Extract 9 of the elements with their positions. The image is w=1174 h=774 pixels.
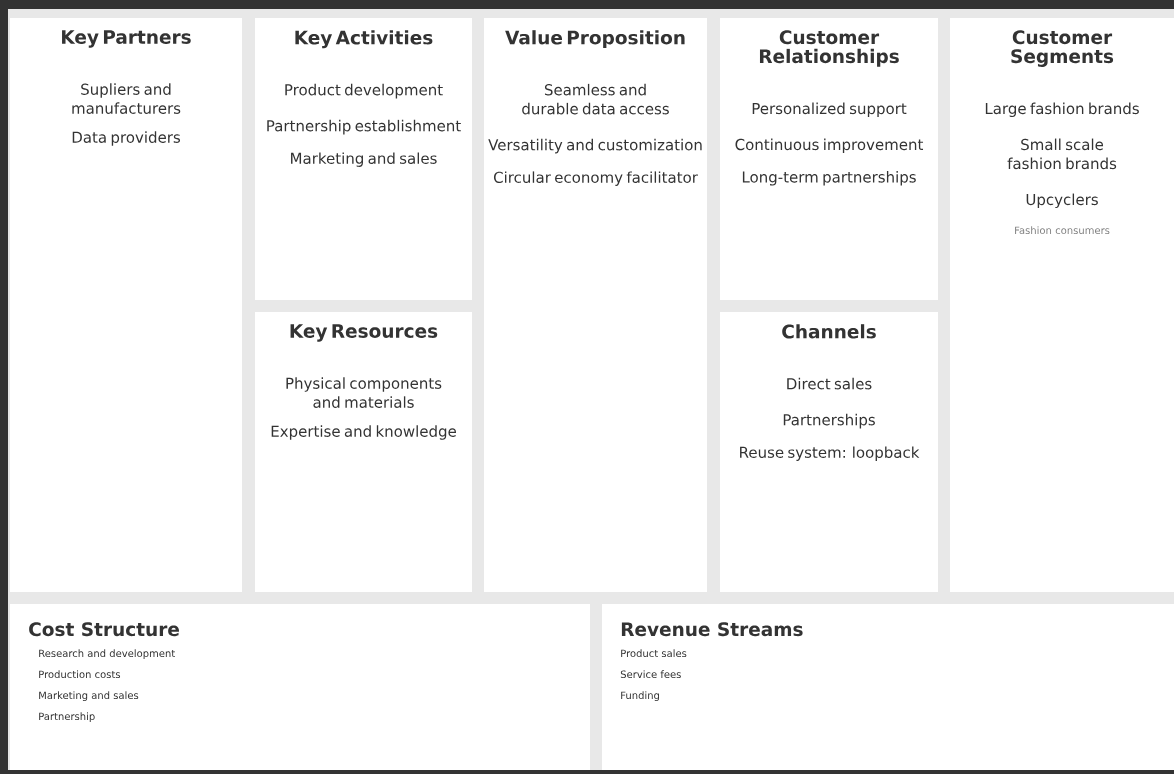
canvas-cell: Key Partners Supliers and manufacturers Data providers (10, 18, 242, 592)
canvas-cell: Customer Relationships Personalized support Continuous improvement Long-term partnerships (720, 18, 938, 300)
canvas-cell: Channels Direct sales Partnerships Reuse system: loopback (720, 312, 938, 592)
canvas-cell: Key Resources Physical components and materials Expertise and knowledge (255, 312, 472, 592)
canvas-cell: Customer Segments Large fashion brands Small scale fashion brands Upcyclers Fashion consumers (950, 18, 1174, 592)
canvas-cell: Revenue Streams Product sales Service fees Funding (602, 604, 1174, 770)
canvas-cell: Key Activities Product development Partnership establishment Marketing and sales (255, 18, 472, 300)
canvas-cell: Value Proposition Seamless and durable data access Versatility and customization Circular economy facilitator (484, 18, 707, 592)
canvas-cell: Cost Structure Research and development Production costs Marketing and sales Partnership (10, 604, 590, 770)
